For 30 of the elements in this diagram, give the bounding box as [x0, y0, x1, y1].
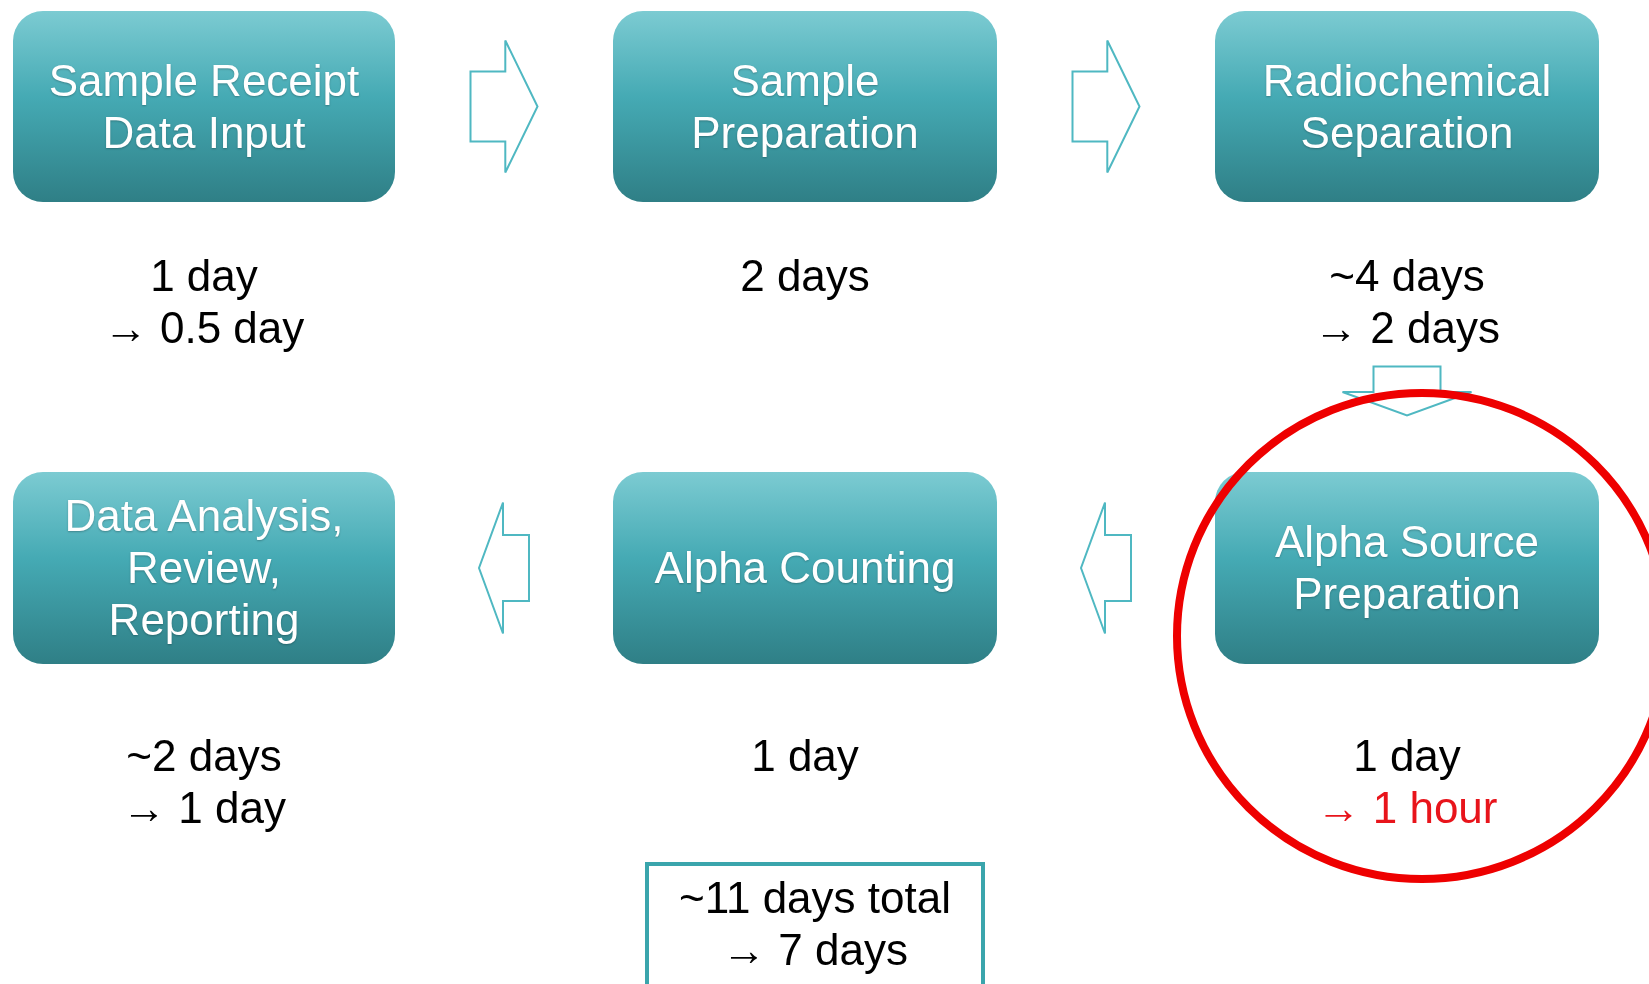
duration-text: 1 day [1353, 730, 1461, 782]
summary-text: → 7 days [722, 924, 908, 976]
duration-text: 1 day [150, 250, 258, 302]
duration-text: 1 day [751, 730, 859, 782]
duration-text: 2 days [740, 250, 870, 302]
process-label: Sample Receipt Data Input [47, 54, 361, 159]
process-box [613, 11, 997, 202]
duration-text: ~2 days [126, 730, 282, 782]
block-arrow [1341, 365, 1473, 417]
duration-text: → 2 days [1314, 302, 1500, 354]
summary-box [645, 862, 985, 984]
process-label: Radiochemical Separation [1261, 54, 1553, 159]
process-label: Alpha Source Preparation [1273, 516, 1541, 620]
block-arrow [469, 39, 539, 174]
duration-text: → 0.5 day [103, 302, 305, 354]
duration-text: → 1 hour [1316, 782, 1498, 834]
process-label: Alpha Counting [654, 542, 956, 594]
block-arrow [477, 501, 530, 635]
process-box [613, 472, 997, 664]
process-box [1215, 472, 1599, 664]
process-label: Data Analysis, Review, Reporting [63, 490, 345, 646]
duration-text: ~4 days [1329, 250, 1485, 302]
block-arrow [1071, 39, 1141, 174]
process-label: Sample Preparation [690, 54, 920, 159]
process-box [13, 472, 395, 664]
summary-text: ~11 days total [679, 872, 951, 924]
process-box [13, 11, 395, 202]
duration-text: → 1 day [122, 782, 286, 834]
process-box [1215, 11, 1599, 202]
block-arrow [1079, 501, 1132, 635]
